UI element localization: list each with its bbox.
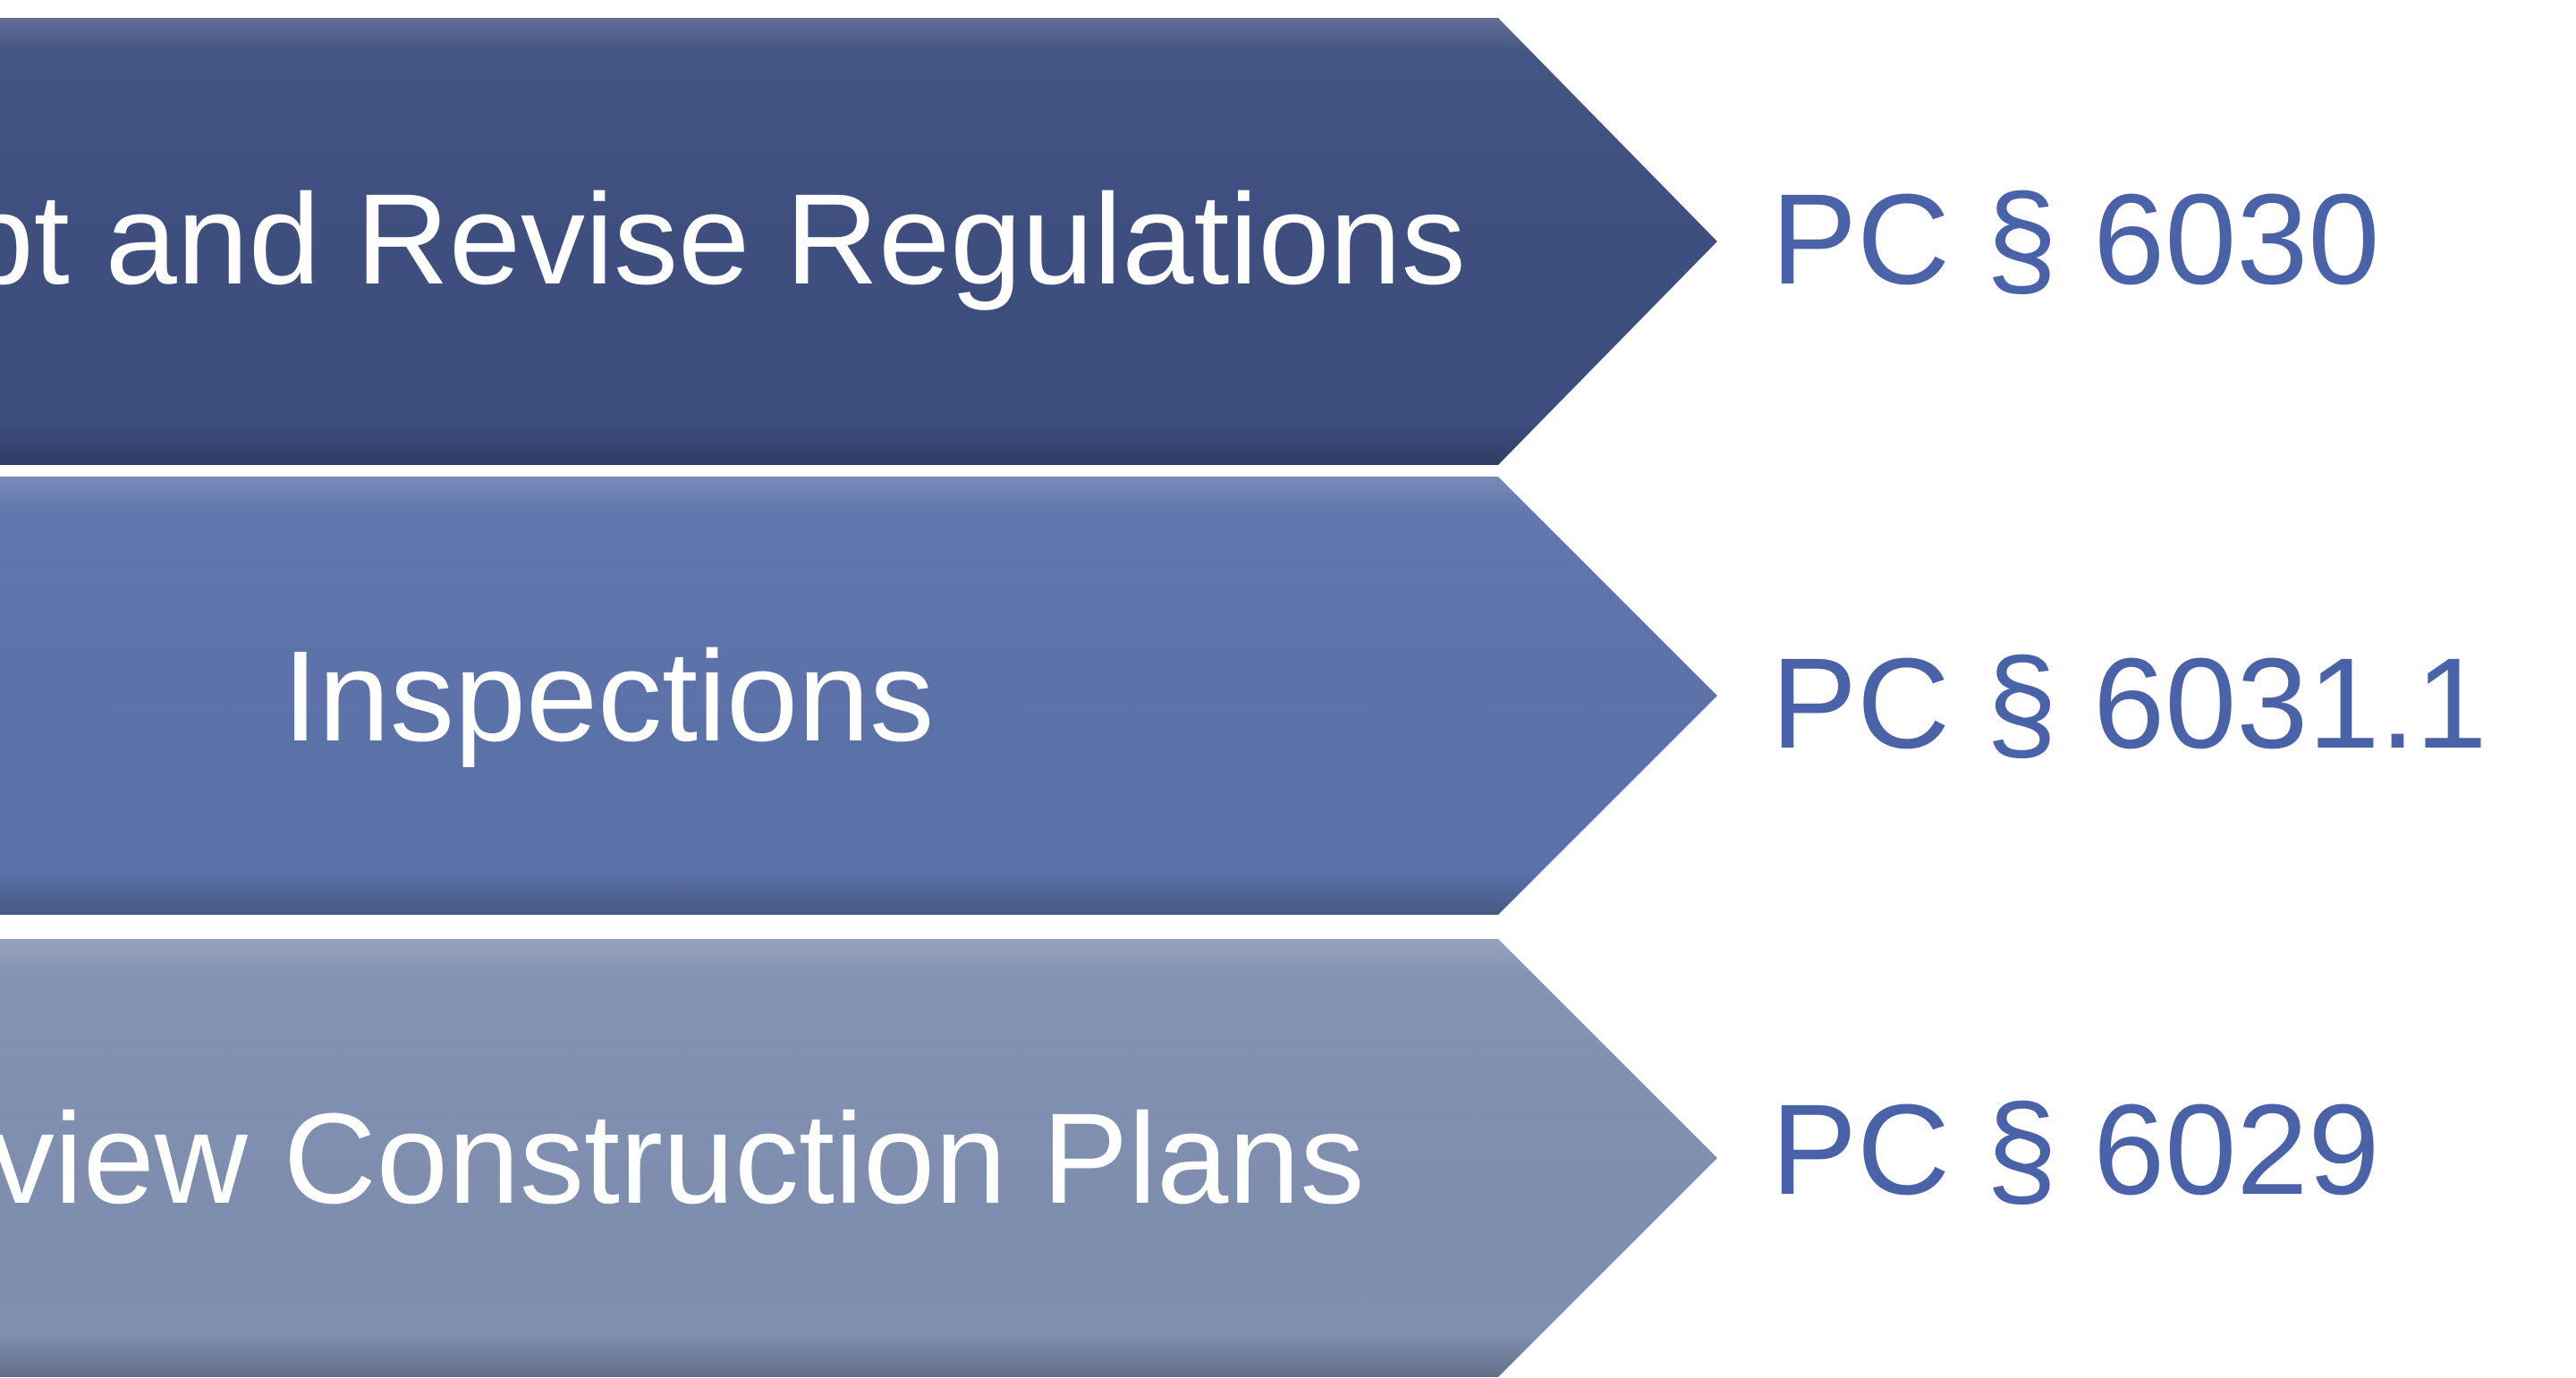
code-label: PC § 6030: [1771, 167, 2379, 311]
row-label: Inspections: [283, 624, 934, 768]
chevron-shade: [0, 477, 1717, 915]
row-label: Adopt and Revise Regulations: [0, 167, 1466, 311]
row-label: Review Construction Plans: [0, 1086, 1364, 1230]
chevron-shade: [0, 939, 1717, 1377]
row-adopt-regulations: Adopt and Revise Regulations PC § 6030: [0, 18, 2379, 465]
row-review-plans: Review Construction Plans PC § 6029: [0, 939, 2379, 1377]
code-label: PC § 6029: [1771, 1078, 2379, 1222]
code-label: PC § 6031.1: [1771, 631, 2487, 775]
chevron-shade: [0, 18, 1717, 465]
row-inspections: Inspections PC § 6031.1: [0, 477, 2487, 915]
